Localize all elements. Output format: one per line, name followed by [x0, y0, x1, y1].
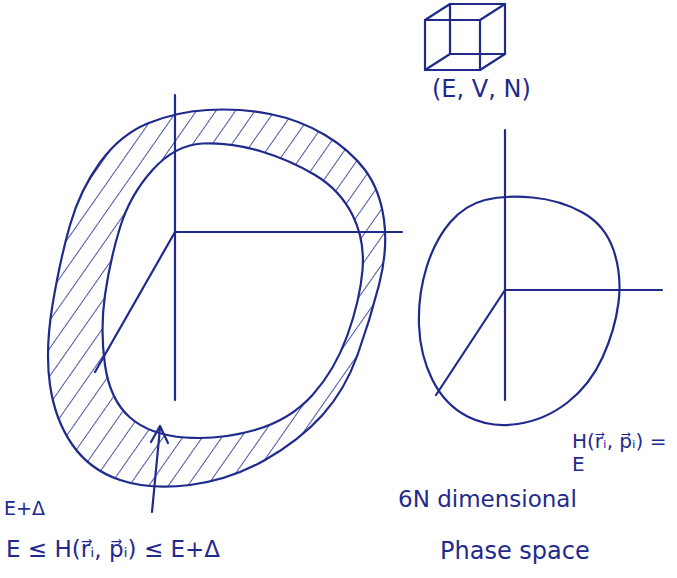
surface-label: H(r⃗ᵢ, p⃗ᵢ) = E [572, 430, 670, 476]
box-sketch [425, 4, 505, 70]
state-variables: (E, V, N) [432, 76, 531, 104]
dimension-note: 6N dimensional [398, 486, 577, 512]
axes [95, 95, 402, 400]
space-name: Phase space [440, 538, 590, 566]
axes [436, 130, 662, 400]
pointer-arrow [151, 426, 168, 512]
energy-shell [0, 90, 400, 500]
shell-label: E+Δ [4, 498, 45, 520]
energy-surface [419, 197, 620, 425]
energy-condition: E ≤ H(r⃗ᵢ, p⃗ᵢ) ≤ E+Δ [6, 536, 220, 562]
